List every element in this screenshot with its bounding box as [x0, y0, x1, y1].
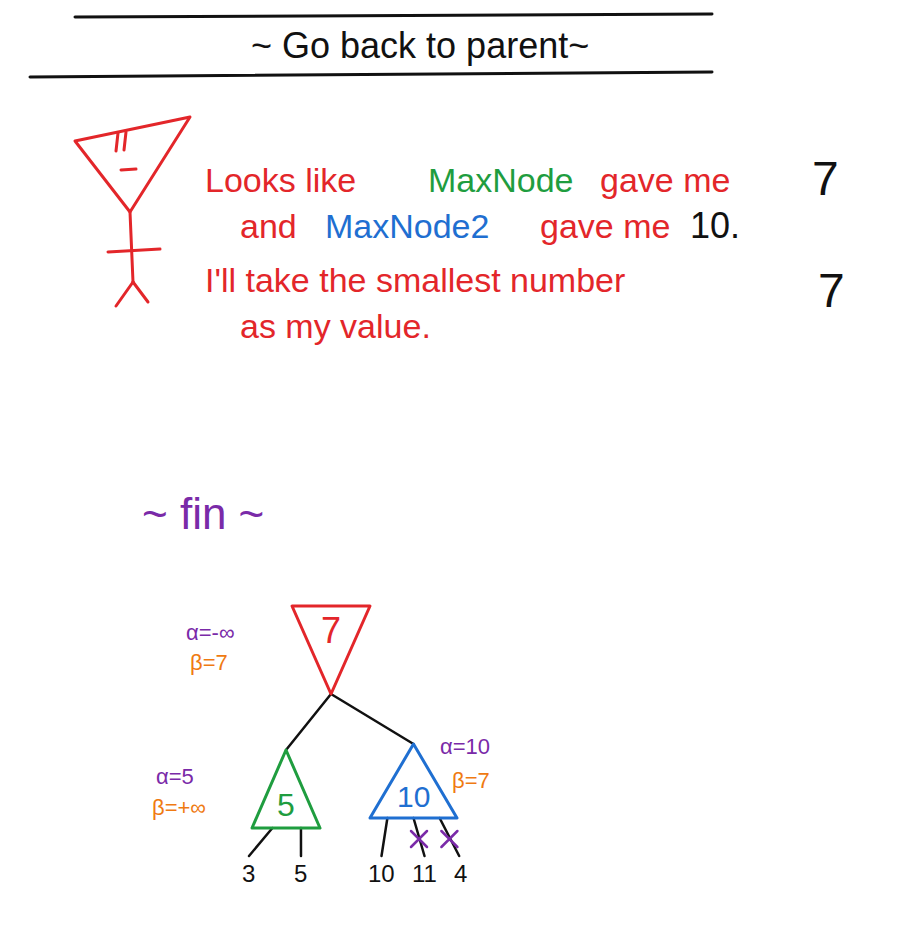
leaf-value: 4 [452, 860, 470, 889]
alpha-value: α=-∞ [186, 620, 235, 646]
speech-text: I'll take the smallest number [205, 260, 625, 301]
node-value: 10 [397, 780, 430, 813]
beta-value: β=+∞ [152, 795, 206, 821]
tree-edge [286, 694, 331, 750]
max-node: 5 [252, 750, 320, 828]
node-value: 11 [412, 861, 437, 887]
tree-edge [414, 818, 425, 856]
value-number: 7 [818, 262, 845, 320]
tree-edge [440, 818, 460, 856]
alpha-value: α=10 [440, 734, 490, 760]
tree-edge [249, 828, 272, 856]
value-number: 10. [690, 204, 740, 247]
triangle-shape [292, 606, 370, 694]
leaf-value: 5 [292, 860, 310, 889]
speech-text: and [240, 206, 297, 247]
triangle-shape [252, 750, 320, 828]
tree-edge [382, 818, 388, 856]
page-title: ~ Go back to parent~ [251, 24, 589, 67]
rule-line [30, 72, 712, 77]
tree-edge [331, 694, 414, 744]
leaf-value: 11 [410, 860, 439, 889]
beta-value: β=7 [452, 768, 490, 794]
speech-text: gave me [540, 206, 670, 247]
node-value: 5 [277, 788, 295, 823]
node-value: 4 [454, 861, 467, 887]
stick-figure [75, 117, 190, 306]
ending-note: ~ fin ~ [142, 488, 264, 541]
speech-text: Looks like [205, 160, 356, 201]
node-value: 5 [294, 861, 307, 887]
speech-text: gave me [600, 160, 730, 201]
min-node: 7 [292, 606, 370, 694]
node-value: 10 [368, 861, 395, 887]
leaf-value: 3 [240, 860, 258, 889]
tree-edge [300, 828, 303, 856]
rule-line [75, 14, 712, 17]
node-name: MaxNode [428, 160, 574, 201]
leaf-value: 10 [366, 860, 397, 889]
alpha-value: α=5 [156, 764, 194, 790]
beta-value: β=7 [190, 650, 228, 676]
speech-text: as my value. [240, 306, 431, 347]
node-value: 3 [242, 861, 255, 887]
prune-mark [411, 831, 427, 847]
node-name: MaxNode2 [325, 206, 489, 247]
prune-mark [441, 831, 457, 847]
node-value: 7 [321, 611, 341, 651]
value-number: 7 [812, 150, 839, 208]
